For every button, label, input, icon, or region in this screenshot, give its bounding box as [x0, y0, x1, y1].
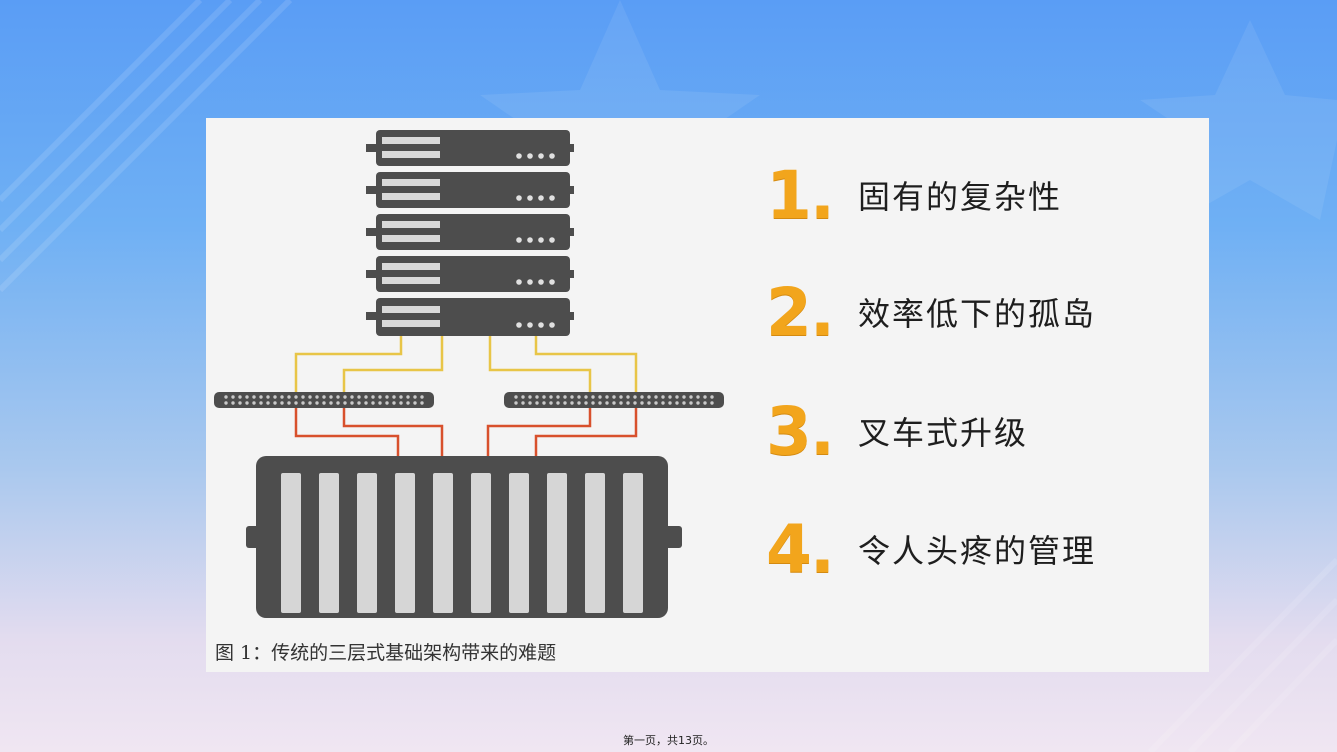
upper-cables [294, 336, 638, 400]
list-item: 2. 效率低下的孤岛 [766, 274, 1097, 351]
list-item-label: 令人头疼的管理 [858, 532, 1097, 570]
list-item: 4. 令人头疼的管理 [766, 511, 1097, 588]
list-item-label: 固有的复杂性 [858, 178, 1063, 216]
list-item-number: 3. [766, 392, 835, 470]
figure-panel: 1. 固有的复杂性 2. 效率低下的孤岛 3. 叉车式升级 4. 令人头疼的管理… [206, 118, 1209, 672]
network-switch-right [504, 392, 724, 408]
list-item-number: 4. [766, 510, 835, 588]
list-item-number: 2. [766, 273, 835, 351]
list-item-label: 叉车式升级 [858, 414, 1029, 452]
server-stack [366, 130, 574, 336]
server-unit [366, 172, 574, 208]
storage-array [246, 456, 682, 618]
list-item: 3. 叉车式升级 [766, 393, 1029, 470]
network-switch-left [214, 392, 434, 408]
three-tier-infrastructure-diagram [214, 130, 724, 618]
list-item-label: 效率低下的孤岛 [858, 295, 1097, 333]
server-unit [366, 298, 574, 336]
server-unit [366, 256, 574, 292]
page-footer: 第一页，共13页。 [623, 734, 714, 747]
server-unit [366, 130, 574, 166]
server-unit [366, 214, 574, 250]
list-item-number: 1. [766, 156, 835, 234]
list-item: 1. 固有的复杂性 [766, 157, 1063, 234]
figure-caption: 图 1：传统的三层式基础架构带来的难题 [215, 642, 557, 664]
lower-cables [294, 408, 638, 458]
